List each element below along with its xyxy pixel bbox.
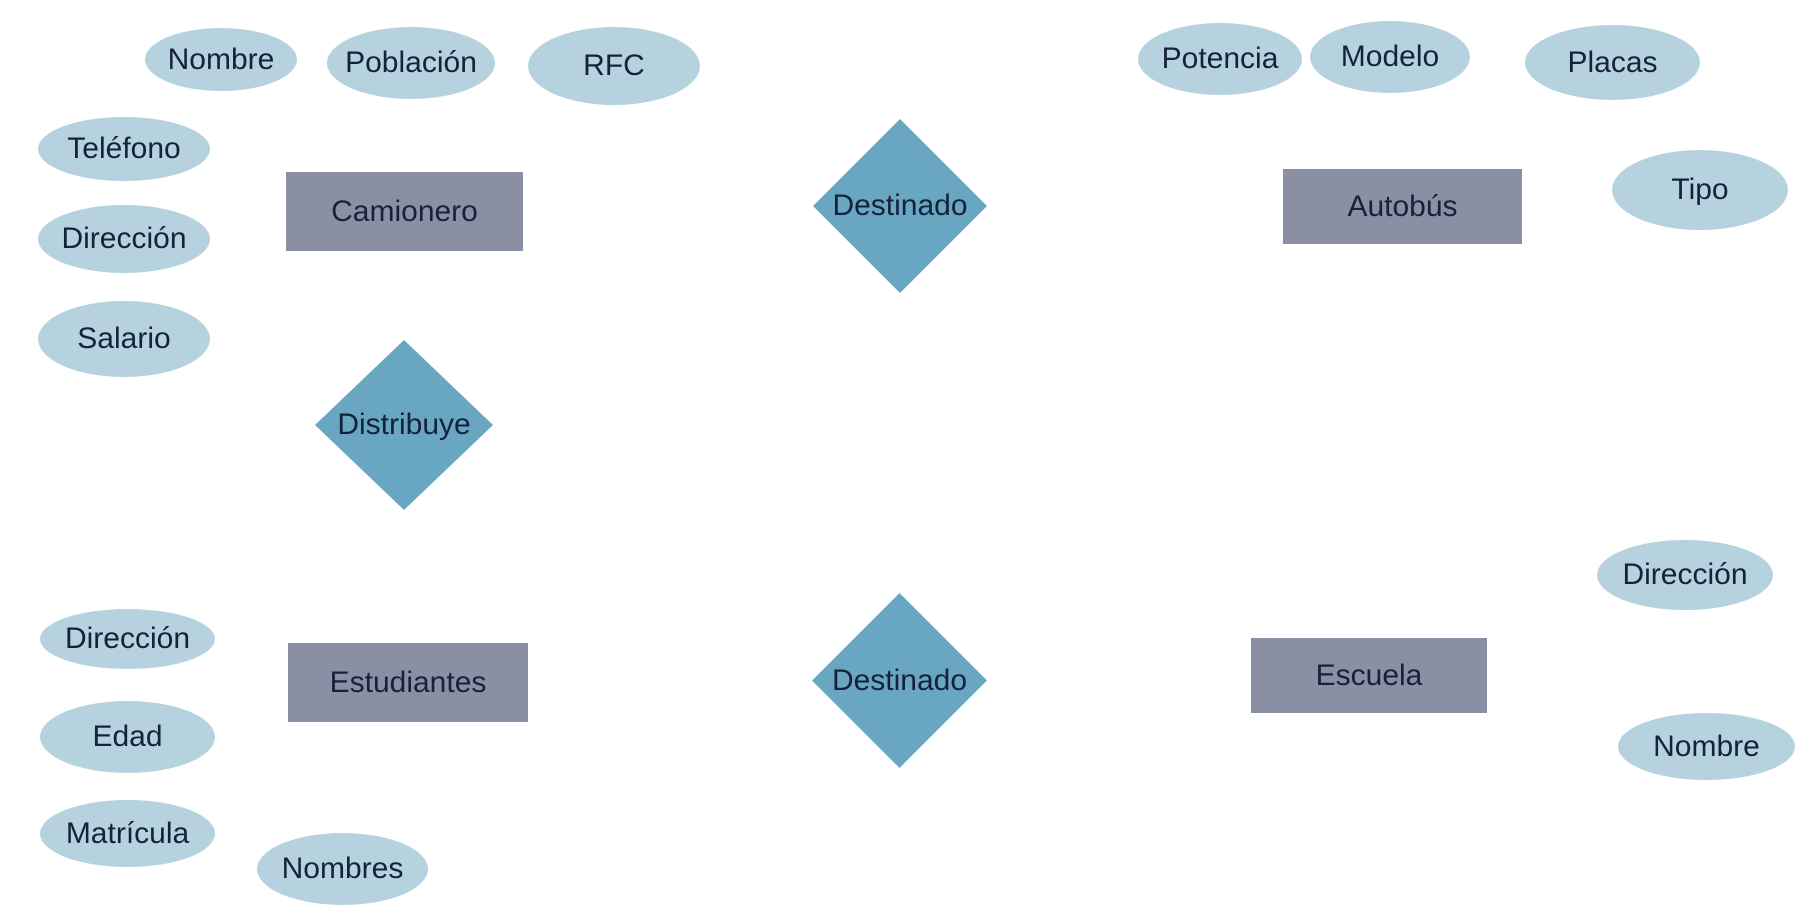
node-label: Estudiantes [329,665,487,699]
attribute-node-attr-direccion-estudiantes[interactable]: Dirección [40,609,215,669]
attribute-node-attr-telefono[interactable]: Teléfono [38,117,210,181]
attribute-node-attr-potencia[interactable]: Potencia [1138,23,1302,95]
entity-node-entity-estudiantes[interactable]: Estudiantes [288,643,528,722]
attribute-node-attr-nombres[interactable]: Nombres [257,833,428,905]
node-label: Nombre [1653,729,1760,763]
node-label: Potencia [1161,42,1279,76]
node-label: Tipo [1671,173,1729,207]
attribute-node-attr-edad[interactable]: Edad [40,701,215,773]
attribute-node-attr-matricula[interactable]: Matrícula [40,800,215,867]
node-label: Matrícula [65,816,190,850]
node-label: Escuela [1315,658,1423,692]
relationship-node-rel-distribuye[interactable]: Distribuye [315,340,493,510]
node-label: Placas [1567,45,1658,79]
node-label: Edad [92,720,163,754]
entity-node-entity-camionero[interactable]: Camionero [286,172,523,251]
attribute-node-attr-direccion-escuela[interactable]: Dirección [1597,540,1773,610]
attribute-node-attr-rfc[interactable]: RFC [528,27,700,105]
attribute-node-attr-salario[interactable]: Salario [38,301,210,377]
node-label: Modelo [1340,40,1440,74]
entity-node-entity-autobus[interactable]: Autobús [1283,169,1522,244]
attribute-node-attr-poblacion[interactable]: Población [327,27,495,99]
node-label: Nombres [281,852,404,886]
node-label: Salario [77,322,171,356]
node-label: Destinado [831,663,968,697]
node-label: Nombre [167,42,275,76]
attribute-node-attr-placas[interactable]: Placas [1525,25,1700,100]
node-label: Dirección [64,622,191,656]
node-label: Dirección [1622,558,1748,592]
relationship-node-rel-destinado-autobus[interactable]: Destinado [813,119,987,293]
attribute-node-attr-nombre-camionero[interactable]: Nombre [145,28,297,91]
node-label: RFC [583,49,645,83]
node-label: Autobús [1347,189,1458,223]
entity-node-entity-escuela[interactable]: Escuela [1251,638,1487,713]
node-label: Camionero [331,194,478,228]
attribute-node-attr-tipo[interactable]: Tipo [1612,150,1788,230]
node-label: Distribuye [337,408,471,442]
node-label: Dirección [61,222,187,256]
attribute-node-attr-direccion-camionero[interactable]: Dirección [38,205,210,273]
relationship-node-rel-destinado-escuela[interactable]: Destinado [812,593,987,768]
node-label: Teléfono [67,132,181,166]
node-label: Destinado [832,189,968,223]
attribute-node-attr-modelo[interactable]: Modelo [1310,21,1470,93]
node-label: Población [345,46,477,80]
attribute-node-attr-nombre-escuela[interactable]: Nombre [1618,713,1795,780]
